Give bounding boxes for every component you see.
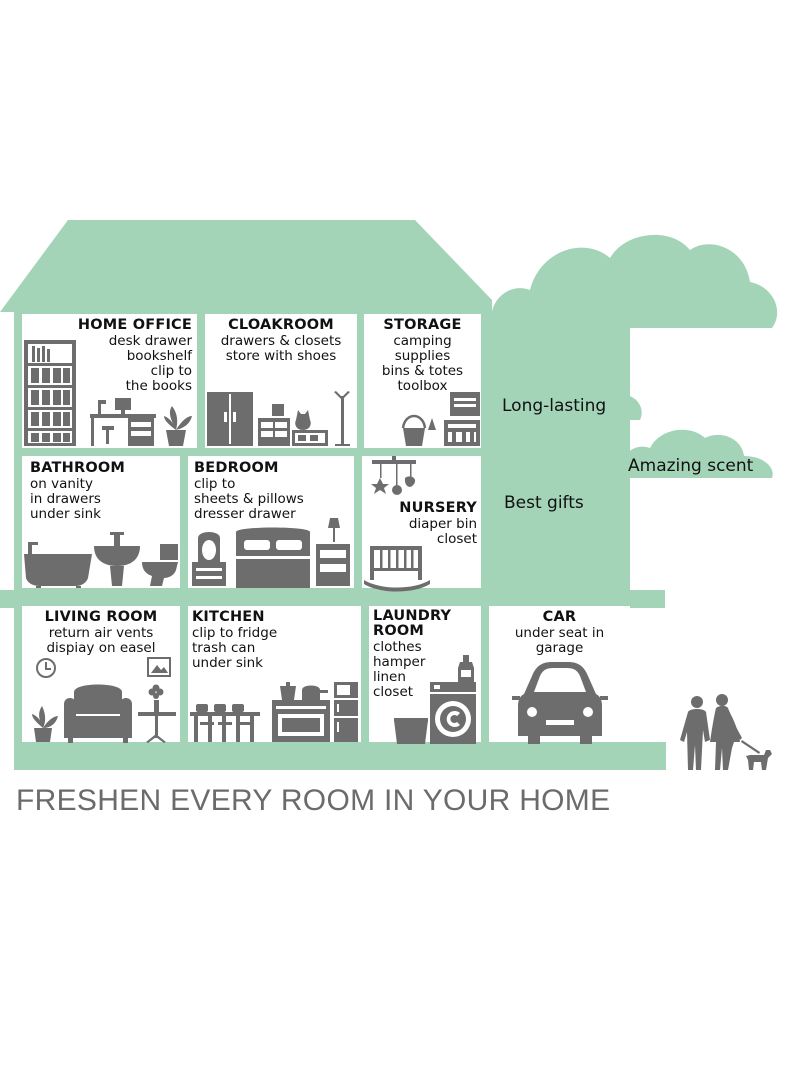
laundry-line-1: clothes (373, 639, 422, 655)
bin-icon (450, 392, 480, 416)
toilet-icon (142, 544, 178, 586)
car-icon (512, 662, 608, 744)
side-table-icon (138, 684, 176, 743)
home-office-line-2: bookshelf (126, 348, 192, 364)
vanity-icon (192, 532, 226, 586)
storage-line-4: toolbox (397, 378, 448, 394)
bathroom-line-1: on vanity (30, 476, 93, 492)
dog-icon (741, 740, 772, 770)
basket-icon (394, 718, 428, 744)
laundry-line-2: hamper (373, 654, 426, 670)
bathroom-line-2: in drawers (30, 491, 101, 507)
bed-icon (236, 527, 310, 588)
bedroom-line-1: clip to (194, 476, 236, 492)
bedroom-title: BEDROOM (194, 460, 279, 476)
mobile-icon (371, 456, 416, 495)
dresser-icon (258, 404, 290, 446)
car-line-1: under seat in (514, 625, 605, 641)
amazing-scent-label: Amazing scent (628, 456, 754, 476)
storage-title: STORAGE (383, 317, 462, 333)
bedroom-line-2: sheets & pillows (194, 491, 304, 507)
crib-icon (364, 546, 430, 592)
fridge-icon (334, 700, 358, 742)
shoe-rack-icon (292, 430, 328, 446)
microwave-icon (334, 682, 358, 698)
best-gifts-label: Best gifts (504, 493, 584, 513)
storage-line-1: camping (393, 333, 452, 349)
bookshelf-icon (24, 340, 76, 446)
home-office-line-1: desk drawer (108, 333, 192, 349)
bathtub-icon (24, 542, 92, 588)
car-line-2: garage (535, 640, 584, 656)
living-room-line-1: return air vents (48, 625, 154, 641)
nursery-line-1: diaper bin (408, 516, 477, 532)
stove-icon (272, 682, 330, 742)
plant-icon (32, 706, 58, 742)
bathroom-title: BATHROOM (30, 460, 126, 476)
sink-icon (94, 532, 140, 586)
bucket-icon (401, 414, 436, 446)
cloakroom-line-2: store with shoes (225, 348, 337, 364)
nursery-title: NURSERY (399, 500, 477, 516)
cloakroom-title: CLOAKROOM (228, 317, 334, 333)
car-title: CAR (542, 609, 577, 625)
kitchen-line-2: trash can (192, 640, 256, 656)
chairs-icon (190, 704, 260, 742)
plant-icon (164, 406, 192, 446)
laundry-title-line-2: ROOM (373, 623, 425, 639)
living-room-title: LIVING ROOM (44, 609, 158, 625)
kitchen-title: KITCHEN (192, 609, 265, 625)
nursery-line-2: closet (436, 531, 477, 547)
walking-couple-icon (680, 694, 742, 770)
storage-line-3: bins & totes (381, 363, 464, 379)
cloakroom-line-1: drawers & closets (220, 333, 342, 349)
crate-icon (444, 420, 480, 446)
clock-icon (36, 658, 56, 678)
kitchen-line-3: under sink (192, 655, 263, 671)
footer-slogan: FRESHEN EVERY ROOM IN YOUR HOME (16, 784, 611, 817)
armchair-icon (64, 684, 132, 743)
detergent-icon (458, 655, 474, 682)
washer-icon (430, 682, 476, 744)
storage-line-2: supplies (394, 348, 451, 364)
cat-icon (295, 410, 311, 430)
home-office-line-3: clip to (150, 363, 192, 379)
bedroom-line-3: dresser drawer (194, 506, 296, 522)
kitchen-line-1: clip to fridge (192, 625, 278, 641)
living-room-line-2: dispiay on easel (46, 640, 156, 656)
bathroom-line-3: under sink (30, 506, 101, 522)
wardrobe-icon (207, 392, 253, 446)
nightstand-icon (316, 518, 350, 586)
long-lasting-label: Long-lasting (502, 396, 607, 416)
desk-icon (90, 398, 156, 446)
home-office-title: HOME OFFICE (77, 317, 192, 333)
coat-stand-icon (334, 391, 350, 446)
home-office-line-4: the books (125, 378, 192, 394)
laundry-line-3: linen (373, 669, 406, 685)
picture-icon (147, 657, 171, 677)
laundry-line-4: closet (373, 684, 414, 700)
laundry-title-line-1: LAUNDRY (373, 608, 452, 624)
